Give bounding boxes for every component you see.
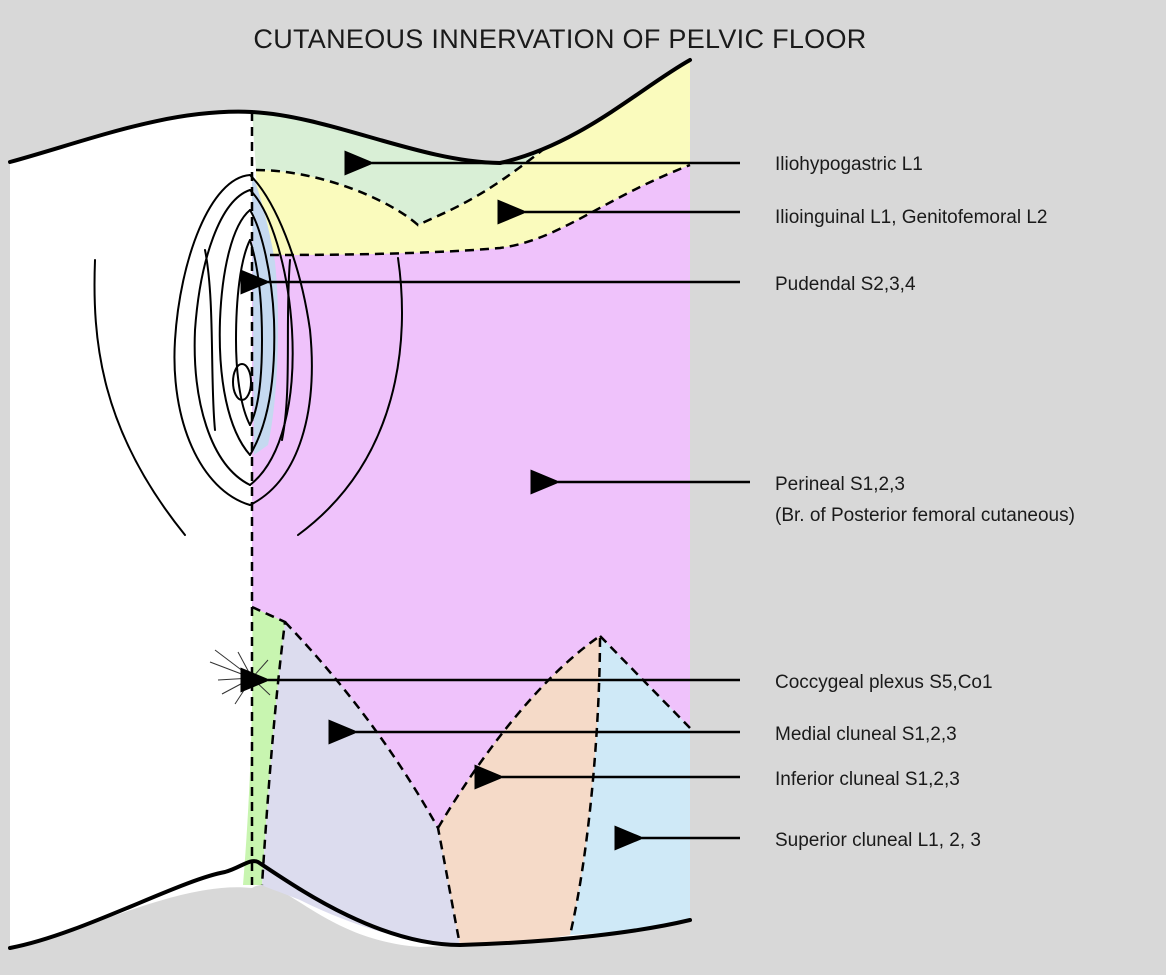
label-iliohypogastric: Iliohypogastric L1 bbox=[775, 154, 923, 175]
label-ilioinguinal: Ilioinguinal L1, Genitofemoral L2 bbox=[775, 207, 1048, 228]
label-inferior-cluneal: Inferior cluneal S1,2,3 bbox=[775, 769, 960, 790]
diagram-title: CUTANEOUS INNERVATION OF PELVIC FLOOR bbox=[253, 24, 866, 54]
label-perineal-branch: (Br. of Posterior femoral cutaneous) bbox=[775, 505, 1075, 526]
nerve-labels: Iliohypogastric L1 Ilioinguinal L1, Geni… bbox=[775, 154, 1075, 851]
label-pudendal: Pudendal S2,3,4 bbox=[775, 274, 916, 295]
label-coccygeal: Coccygeal plexus S5,Co1 bbox=[775, 672, 993, 693]
label-perineal: Perineal S1,2,3 bbox=[775, 474, 905, 495]
label-superior-cluneal: Superior cluneal L1, 2, 3 bbox=[775, 830, 981, 851]
label-medial-cluneal: Medial cluneal S1,2,3 bbox=[775, 724, 957, 745]
